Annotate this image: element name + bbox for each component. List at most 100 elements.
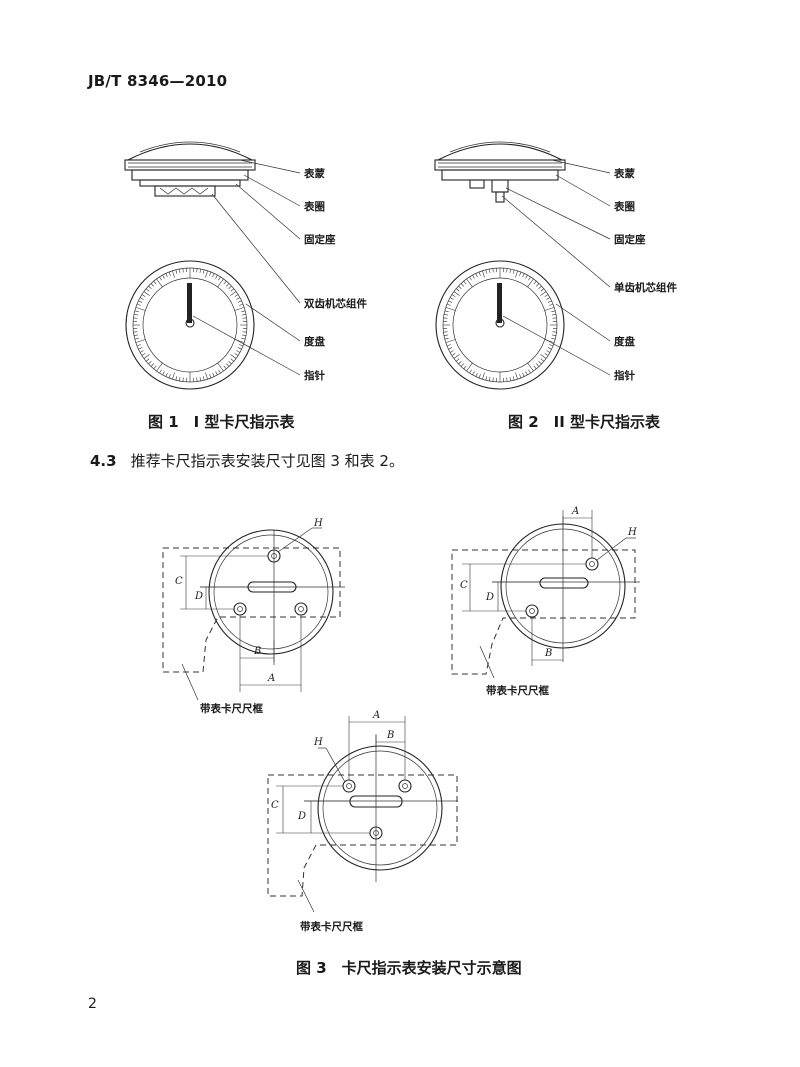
fig3-d1-dim-b: B	[254, 646, 262, 657]
dial-tick	[449, 297, 454, 300]
dial-tick	[242, 314, 247, 316]
dial-tick	[217, 278, 224, 288]
dial-tick	[209, 271, 212, 276]
dial-tick	[182, 268, 184, 273]
dial-tick	[135, 339, 146, 343]
fig1-label-mount-base: 固定座	[304, 234, 336, 246]
dial-tick	[136, 303, 141, 306]
dial-tick	[466, 362, 473, 372]
dial-tick	[446, 344, 451, 347]
dial-tick	[236, 297, 241, 300]
dial-tick	[175, 376, 178, 381]
dial-tick	[165, 372, 168, 377]
dial-tick	[230, 288, 235, 292]
dial-tick	[215, 371, 218, 376]
dial-tick	[209, 374, 212, 379]
dial-tick	[139, 350, 144, 353]
dial-tick	[145, 358, 150, 362]
fig3-d3-dim-b: B	[387, 730, 395, 741]
standard-code: JB/T 8346—2010	[88, 72, 228, 90]
dial-tick	[133, 331, 138, 333]
dial-tick	[451, 294, 456, 297]
dial-tick	[552, 314, 557, 316]
dial-tick	[475, 372, 478, 377]
dial-tick	[546, 297, 551, 300]
dial-tick	[205, 372, 208, 380]
dial-tick	[485, 376, 488, 381]
dial-tick	[159, 276, 162, 281]
dial-tick	[212, 372, 215, 377]
dial-tick	[141, 294, 146, 297]
dial-tick	[223, 365, 227, 370]
dial-tick	[540, 358, 545, 362]
dial-tick	[133, 334, 138, 336]
dial-tick	[449, 350, 454, 353]
dial-tick	[551, 337, 556, 340]
dial-tick	[540, 354, 547, 359]
dial-tick	[237, 300, 242, 303]
fig2-label-bezel-ring: 表圈	[614, 201, 635, 213]
dial-tick	[448, 300, 453, 303]
dial-tick	[241, 310, 246, 313]
dial-tick	[141, 353, 146, 356]
dial-tick	[138, 347, 143, 350]
dial-tick	[485, 269, 488, 274]
dial-tick	[463, 280, 467, 285]
dial-tick	[547, 300, 552, 303]
dial-tick	[150, 283, 154, 287]
dial-tick	[552, 317, 557, 319]
figure2-caption: 图 2 II 型卡尺指示表	[508, 413, 661, 431]
dial-tick	[448, 347, 453, 350]
dial-tick	[509, 377, 511, 382]
dial-tick	[226, 363, 230, 367]
dial-tick	[522, 273, 525, 278]
dial-tick	[202, 269, 205, 274]
dial-tick	[242, 334, 247, 336]
fig1-leaders-top	[211, 159, 301, 304]
dial-tick	[445, 339, 456, 343]
fig3-diagram-2	[451, 510, 640, 679]
dial-tick	[218, 276, 221, 281]
dial-tick	[475, 273, 478, 278]
fig1-label-bezel-glass: 表蒙	[304, 168, 325, 180]
fig2-label-pointer: 指针	[614, 370, 635, 382]
dial-tick	[443, 334, 448, 336]
dial-tick	[512, 376, 515, 381]
fig3-diagram-3	[267, 716, 458, 913]
dial-tick	[540, 291, 547, 296]
dial-tick	[162, 274, 165, 279]
page-number: 2	[88, 996, 97, 1012]
dial-tick	[133, 314, 138, 316]
dial-tick	[172, 372, 175, 380]
dial-tick	[443, 314, 448, 316]
clause-number: 4.3	[90, 452, 117, 470]
figure3-caption: 图 3 卡尺指示表安装尺寸示意图	[296, 959, 522, 977]
fig3-d2-dim-b: B	[545, 648, 553, 659]
fig2-side-view	[434, 141, 566, 203]
dial-tick	[138, 300, 143, 303]
dial-tick	[469, 369, 472, 374]
dial-tick	[492, 377, 494, 382]
dial-tick	[148, 361, 152, 365]
fig1-dial	[125, 260, 301, 390]
dial-tick	[446, 303, 451, 306]
fig3-d1-dim-d: D	[195, 591, 204, 602]
fig1-label-bezel-ring: 表圈	[304, 201, 325, 213]
dial-tick	[519, 374, 522, 379]
fig3-d2-dim-h: H	[628, 527, 637, 538]
dial-tick	[544, 307, 555, 311]
dial-tick	[525, 371, 528, 376]
dial-tick	[443, 317, 448, 319]
dial-tick	[228, 361, 232, 365]
dial-tick	[159, 369, 162, 374]
fig2-label-mount-base: 固定座	[614, 234, 646, 246]
dial-tick	[182, 377, 184, 382]
dial-tick	[228, 285, 232, 289]
dial-tick	[538, 361, 542, 365]
dial-tick	[135, 307, 146, 311]
dial-tick	[215, 274, 218, 279]
dial-tick	[196, 377, 198, 382]
dial-tick	[546, 350, 551, 353]
dial-tick	[525, 274, 528, 279]
dial-tick	[460, 283, 464, 287]
